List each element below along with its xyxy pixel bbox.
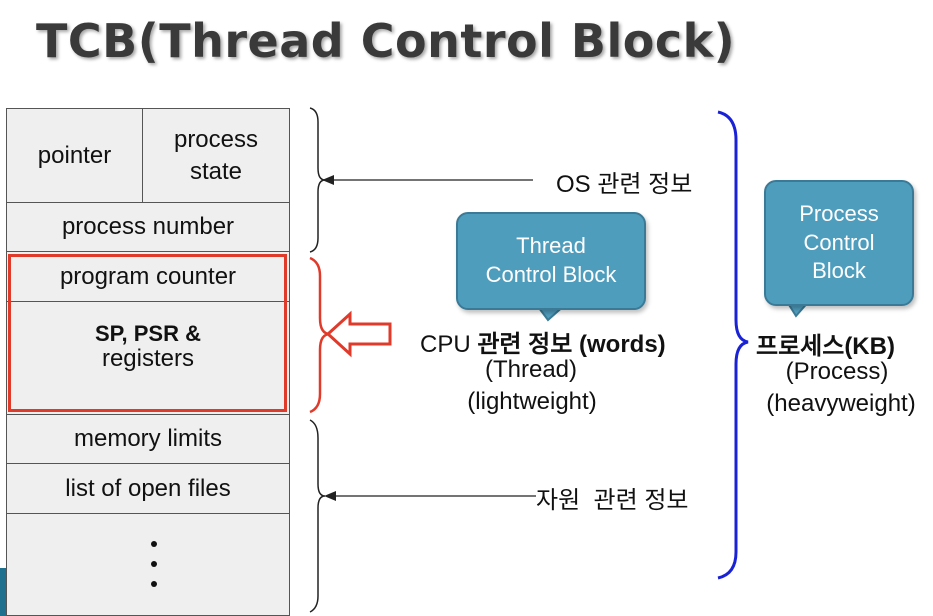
os-info-label: OS 관련 정보: [556, 171, 693, 198]
resource-info-arrowhead: [324, 491, 336, 501]
cpu-info-prefix: CPU: [420, 331, 478, 358]
process-label: (Process): [785, 358, 889, 385]
resource-info-brace: [309, 419, 326, 613]
thread-label: (Thread): [484, 356, 578, 383]
slide-edge-accent: [0, 568, 6, 616]
process-state-label-1: process: [173, 126, 259, 154]
process-callout-line-2: Control: [803, 229, 875, 255]
page-title: TCB(Thread Control Block): [36, 14, 736, 68]
lightweight-label: (lightweight): [467, 388, 597, 415]
process-state-cell: process state: [142, 108, 290, 203]
open-files-label: list of open files: [65, 474, 231, 502]
registers-label: registers: [101, 345, 194, 373]
thread-callout-line-2: Control Block: [485, 262, 617, 287]
process-brace: [717, 110, 749, 580]
cpu-info-hollow-arrow: [325, 310, 392, 358]
os-info-arrowhead: [322, 175, 334, 185]
process-number-label: process number: [61, 213, 235, 241]
process-state-label-2: state: [189, 157, 242, 185]
process-kb-label: 프로세스(KB): [756, 333, 895, 360]
resource-info-label: 자원 관련 정보: [536, 487, 689, 514]
open-files-cell: list of open files: [6, 463, 290, 514]
memory-limits-label: memory limits: [74, 425, 222, 453]
ellipsis-dot-2: [151, 561, 157, 567]
heavyweight-label: (heavyweight): [766, 390, 916, 417]
cpu-info-highlight: [8, 254, 287, 412]
cpu-info-label: CPU 관련 정보 (words): [420, 324, 666, 359]
program-counter-label: program counter: [59, 262, 237, 290]
ellipsis-dot-1: [151, 541, 157, 547]
thread-callout: Thread Control Block: [456, 212, 646, 310]
process-callout-line-1: Process: [799, 201, 879, 227]
sp-psr-label: SP, PSR &: [95, 321, 201, 346]
pointer-cell: pointer: [6, 108, 143, 203]
process-callout: Process Control Block: [764, 180, 914, 306]
pointer-label: pointer: [37, 141, 112, 169]
cpu-info-bold: 관련 정보 (words): [477, 331, 666, 358]
thread-callout-line-1: Thread: [516, 233, 586, 259]
registers-cell: SP, PSR & registers: [6, 301, 290, 415]
ellipsis-dot-3: [151, 581, 157, 587]
program-counter-cell: program counter: [6, 251, 290, 302]
process-callout-line-3: Block: [812, 258, 866, 284]
